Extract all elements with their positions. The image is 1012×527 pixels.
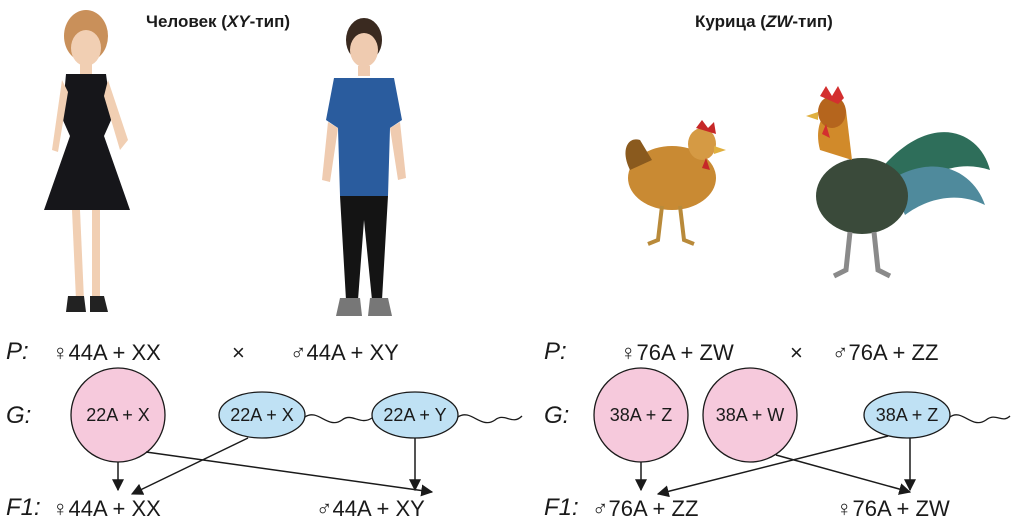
chicken-arrow-eggw-to-female (775, 454, 912, 495)
human-sperm-y-tail (457, 414, 523, 424)
chicken-F1-female: ♀76A + ZW (836, 496, 950, 521)
human-sperm-x-label: 22A + X (230, 405, 294, 425)
chicken-P-female: ♀76A + ZW (620, 340, 734, 365)
chicken-F1-male: ♂76A + ZZ (592, 496, 699, 521)
human-arrow-spermx-to-female (130, 437, 249, 495)
human-sperm-x-tail (304, 414, 373, 424)
human-arrow-egg-to-male (145, 451, 434, 497)
human-cross-sign: × (232, 340, 245, 365)
human-P-male: ♂44A + XY (290, 340, 399, 365)
human-title: Человек (XY-тип) (146, 12, 290, 31)
chicken-title: Курица (ZW-тип) (695, 12, 833, 31)
chicken-sperm-z-label: 38A + Z (876, 405, 939, 425)
human-P-female: ♀44A + XX (52, 340, 161, 365)
human-P-label: P: (6, 338, 29, 365)
hen-figure (625, 120, 726, 246)
rooster-figure (806, 86, 990, 279)
chicken-sperm-z-head (863, 391, 951, 439)
human-egg-label: 22A + X (86, 405, 150, 425)
human-F1-female: ♀44A + XX (52, 496, 161, 521)
chicken-G-label: G: (544, 402, 570, 429)
human-G-label: G: (6, 402, 32, 429)
chicken-egg-w-shape (702, 367, 798, 463)
man-figure (322, 18, 406, 316)
chicken-F1-label: F1: (544, 494, 579, 521)
chicken-cross-sign: × (790, 340, 803, 365)
chicken-P-label: P: (544, 338, 567, 365)
chicken-egg-w-label: 38A + W (716, 405, 785, 425)
chicken-P-male: ♂76A + ZZ (832, 340, 939, 365)
woman-figure (44, 10, 130, 312)
human-sperm-y-label: 22A + Y (383, 405, 446, 425)
chicken-egg-z-label: 38A + Z (610, 405, 673, 425)
human-F1-male: ♂44A + XY (316, 496, 425, 521)
chicken-arrow-sperm-to-male (656, 435, 889, 498)
human-sperm-x-head (218, 391, 306, 439)
chicken-sperm-z-tail (949, 414, 1011, 424)
human-F1-label: F1: (6, 494, 41, 521)
